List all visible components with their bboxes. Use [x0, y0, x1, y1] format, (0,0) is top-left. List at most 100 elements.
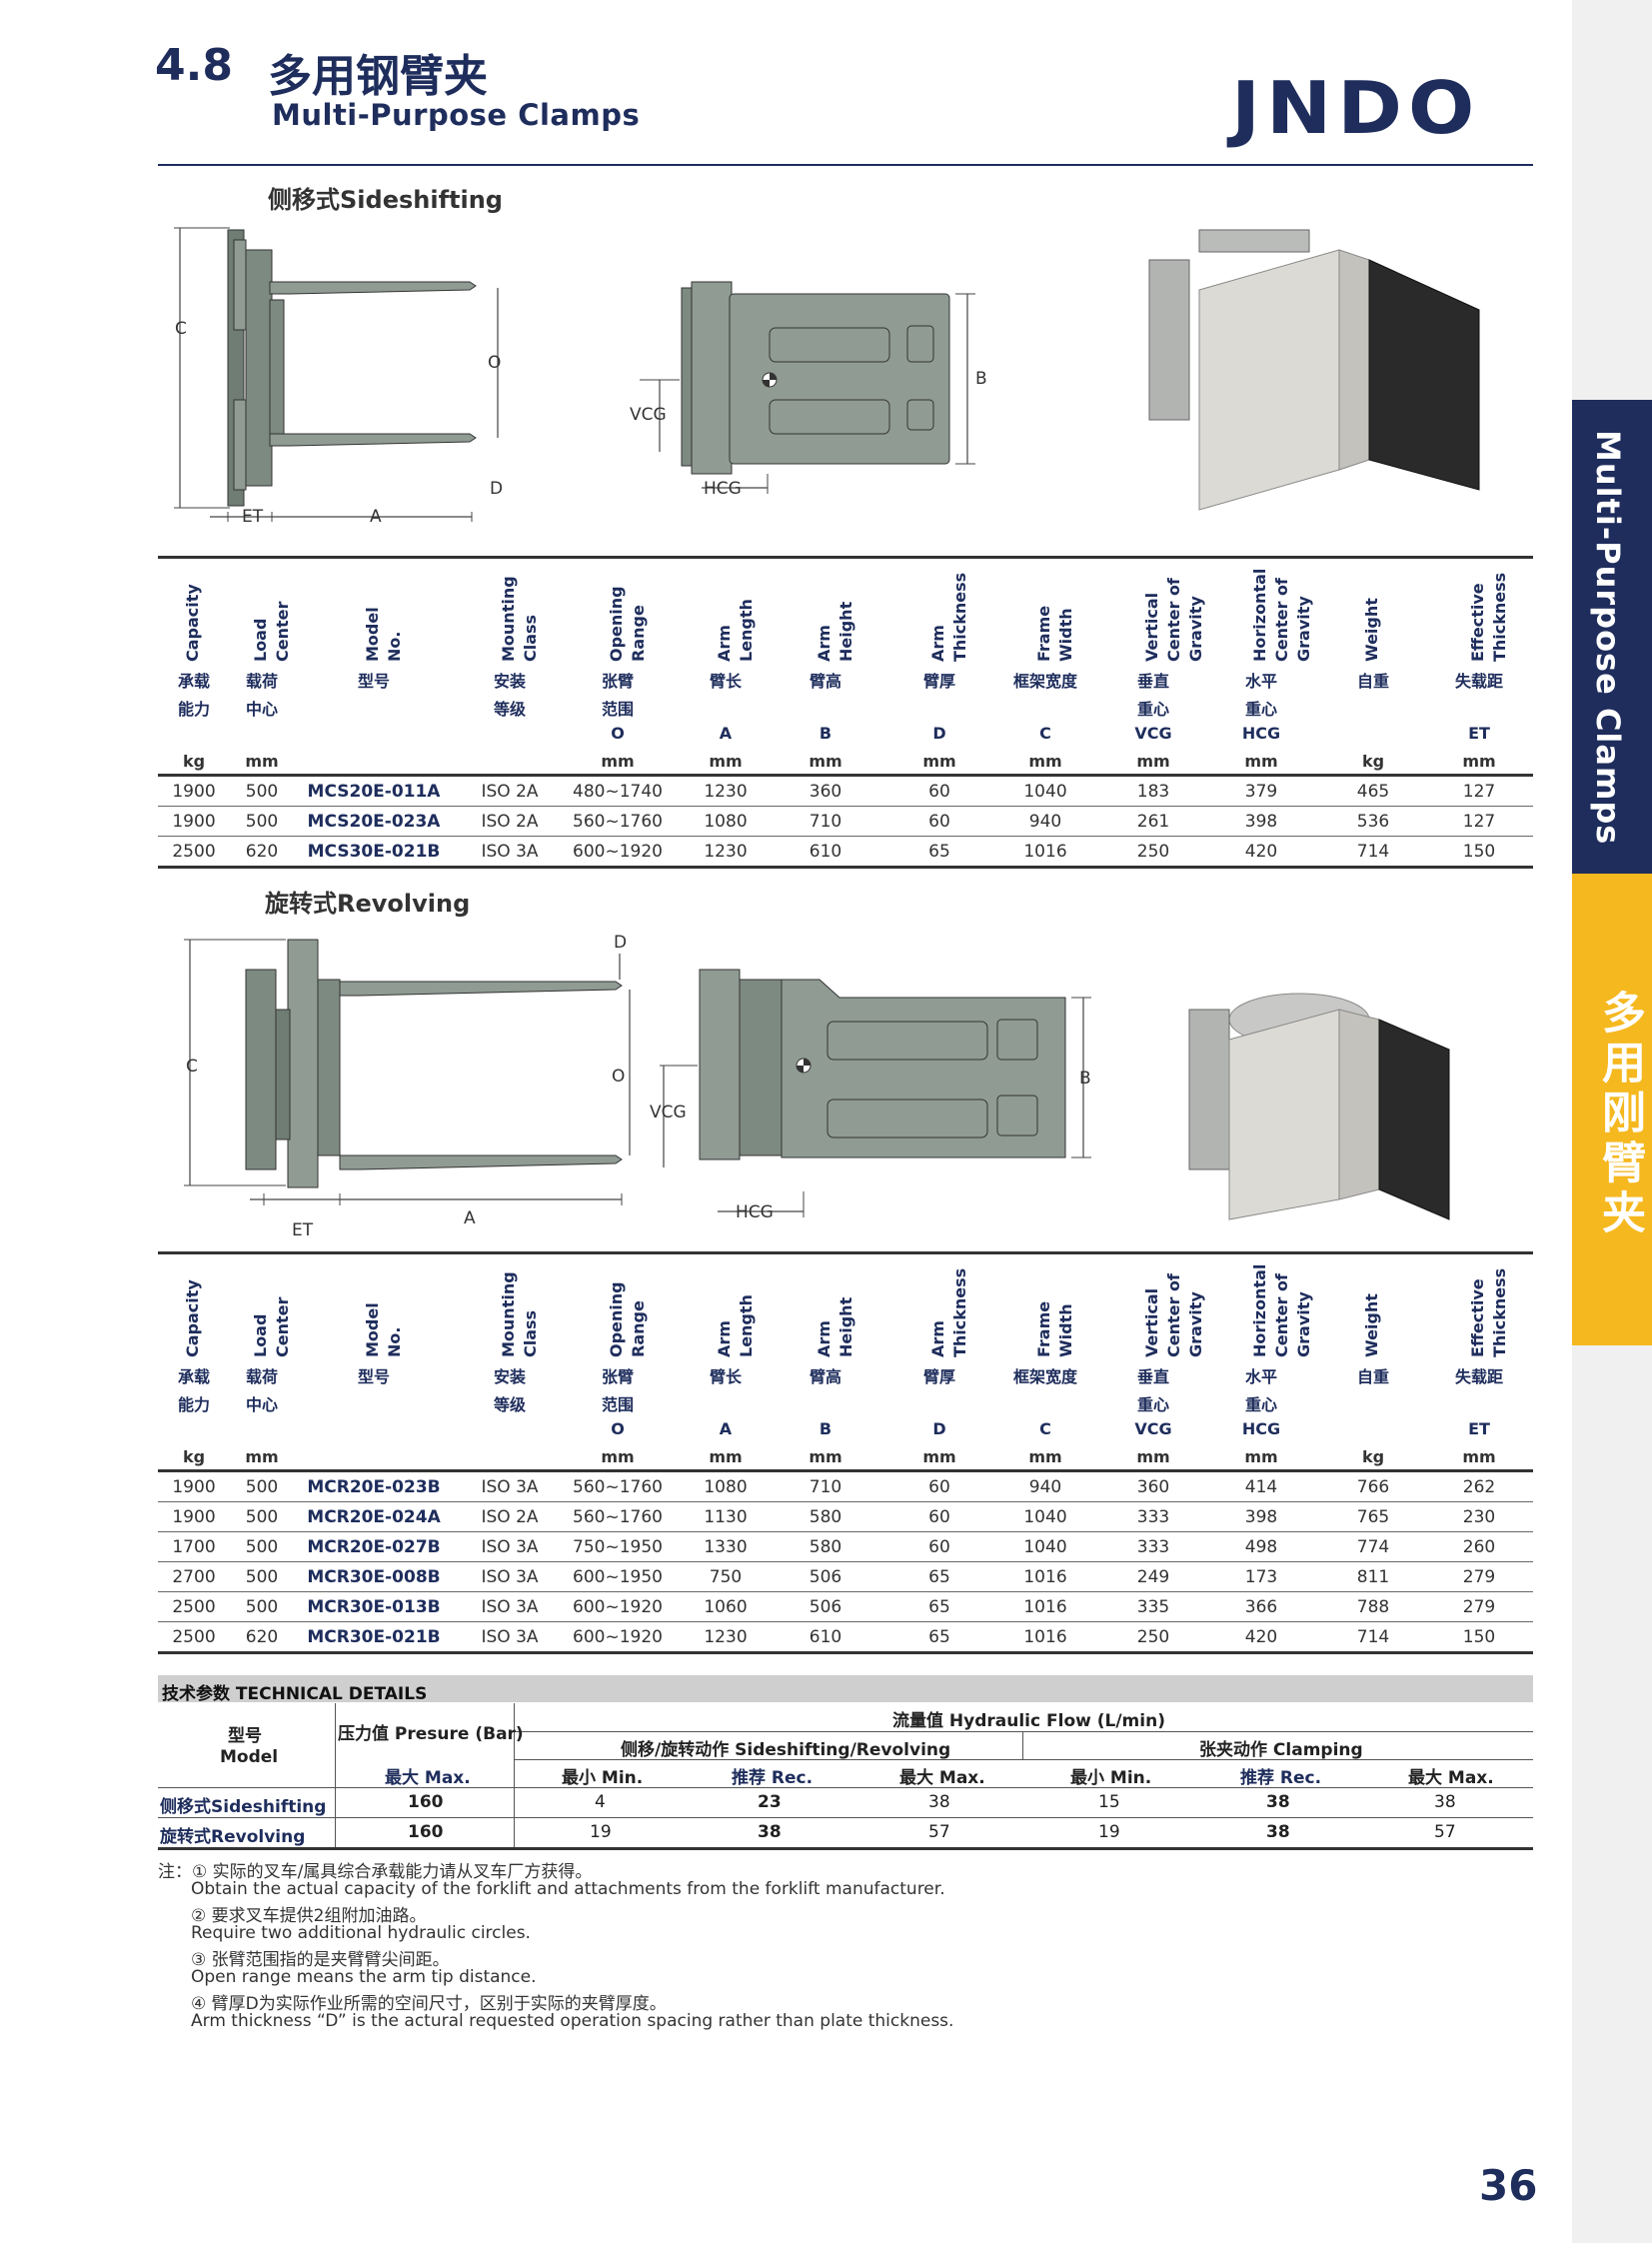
table-cell: 536: [1356, 812, 1390, 832]
note-4-cn: ④ 臂厚D为实际作业所需的空间尺寸，区别于实际的夹臂厚度。: [191, 1994, 667, 2014]
sideshifting-col-cn1-3: 安装: [493, 672, 527, 691]
table-cell: 766: [1356, 1477, 1390, 1497]
table-cell: 230: [1462, 1507, 1496, 1527]
side-tab-en: [1572, 400, 1652, 874]
dim-label-c: C: [175, 319, 187, 339]
table-cell: 2500: [172, 1597, 216, 1617]
table-cell: MCR20E-023B: [307, 1477, 441, 1497]
table-cell: 500: [245, 1537, 279, 1557]
table-cell: 710: [809, 1477, 842, 1497]
sideshifting-col-sym-4: O: [611, 724, 625, 743]
sideshifting-col-en-12: Effective Thickness: [1468, 572, 1509, 662]
table-cell: 1900: [172, 782, 216, 802]
table-cell: 1900: [172, 1507, 216, 1527]
dim-label-et: ET: [242, 507, 264, 527]
table-cell: 765: [1356, 1507, 1390, 1527]
dim-label-o-rev: O: [612, 1067, 625, 1087]
sideshifting-col-unit-6: mm: [809, 752, 842, 771]
dim-label-vcg-rev: VCG: [650, 1103, 687, 1122]
sideshifting-col-sym-8: C: [1039, 724, 1051, 743]
table-cell: 600~1920: [573, 1597, 663, 1617]
sideshifting-col-unit-10: mm: [1244, 752, 1278, 771]
sideshifting-col-cn2-4: 范围: [601, 700, 635, 719]
table-cell: 398: [1244, 1507, 1278, 1527]
row-divider: [158, 1531, 1533, 1532]
tech-row-revolving-c-min: 19: [1098, 1822, 1120, 1842]
table-cell: 500: [245, 1567, 279, 1587]
table-cell: 366: [1244, 1597, 1278, 1617]
table-cell: 173: [1244, 1567, 1278, 1587]
revolving-col-unit-5: mm: [709, 1447, 743, 1466]
sideshifting-col-unit-1: mm: [245, 752, 279, 771]
row-divider: [158, 806, 1533, 807]
sideshifting-col-cn2-9: 重心: [1136, 700, 1170, 719]
revolving-col-unit-9: mm: [1136, 1447, 1170, 1466]
table-cell: 260: [1462, 1537, 1496, 1557]
table-cell: MCR30E-008B: [307, 1567, 441, 1587]
technical-details-table: 技术参数 TECHNICAL DETAILS 型号 Model 压力值 Pres…: [158, 1675, 1533, 1851]
table-cell: 1040: [1023, 1537, 1067, 1557]
row-divider: [158, 866, 1533, 869]
table-cell: 506: [809, 1597, 842, 1617]
tech-row-revolving-s-max: 57: [928, 1822, 950, 1842]
tech-flow-header: 流量值 Hydraulic Flow (L/min): [892, 1711, 1165, 1731]
tech-s-min-label: 最小 Min.: [562, 1768, 644, 1788]
table-cell: 1230: [704, 782, 748, 802]
sideshifting-col-cn2-0: 能力: [177, 700, 211, 719]
sideshifting-col-cn1-7: 臂厚: [922, 672, 956, 691]
side-tab-cn-label: 多用刚臂夹: [1594, 990, 1645, 1239]
table-cell: 1016: [1023, 1597, 1067, 1617]
table-cell: ISO 3A: [481, 1627, 539, 1647]
sideshifting-col-unit-5: mm: [709, 752, 743, 771]
revolving-col-unit-11: kg: [1361, 1447, 1385, 1466]
tech-row-sideshifting-s-min: 4: [595, 1792, 606, 1812]
section-number: 4.8: [155, 40, 233, 91]
tech-row-revolving-label: 旋转式Revolving: [160, 1827, 306, 1847]
table-cell: MCR30E-021B: [307, 1627, 441, 1647]
sideshifting-col-cn1-0: 承载: [177, 672, 211, 691]
sideshifting-col-en-6: Arm Height: [815, 601, 855, 662]
table-cell: 600~1950: [573, 1567, 663, 1587]
tech-group-sideshifting-revolving: 侧移/旋转动作 Sideshifting/Revolving: [621, 1740, 951, 1760]
sideshifting-col-unit-7: mm: [922, 752, 956, 771]
sideshifting-col-sym-9: VCG: [1134, 724, 1172, 743]
row-divider: [158, 1561, 1533, 1562]
dim-label-d: D: [490, 479, 503, 499]
row-divider: [158, 1591, 1533, 1592]
dim-label-c-rev: C: [186, 1057, 198, 1077]
sideshifting-col-unit-8: mm: [1028, 752, 1062, 771]
tech-s-rec-label: 推荐 Rec.: [732, 1768, 814, 1788]
table-cell: 1700: [172, 1537, 216, 1557]
table-cell: 333: [1136, 1537, 1170, 1557]
sideshifting-col-sym-7: D: [932, 724, 946, 743]
revolving-col-unit-1: mm: [245, 1447, 279, 1466]
table-cell: 127: [1462, 812, 1496, 832]
table-cell: 1900: [172, 1477, 216, 1497]
page-title-cn: 多用钢臂夹: [268, 51, 488, 102]
revolving-col-en-8: Frame Width: [1034, 1300, 1075, 1357]
table-cell: 1040: [1023, 1507, 1067, 1527]
sideshifting-col-unit-0: kg: [182, 752, 206, 771]
technical-details-header-bar: [158, 1675, 1533, 1702]
table-cell: 1080: [704, 812, 748, 832]
sideshifting-header-bottomline: [158, 774, 1533, 777]
revolving-col-cn2-3: 等级: [493, 1395, 527, 1414]
tech-pressure-max: 最大 Max.: [385, 1768, 471, 1788]
side-tab-en-label: Multi-Purpose Clamps: [1589, 430, 1627, 846]
table-cell: 127: [1462, 782, 1496, 802]
table-cell: 65: [928, 842, 950, 862]
table-cell: 60: [928, 812, 950, 832]
table-cell: MCR30E-013B: [307, 1597, 441, 1617]
table-cell: 2500: [172, 842, 216, 862]
table-cell: 506: [809, 1567, 842, 1587]
revolving-col-sym-7: D: [932, 1419, 946, 1438]
tech-c-min-label: 最小 Min.: [1070, 1768, 1152, 1788]
table-cell: 335: [1136, 1597, 1170, 1617]
note-2-en: Require two additional hydraulic circles…: [191, 1923, 531, 1943]
revolving-col-unit-8: mm: [1028, 1447, 1062, 1466]
sideshifting-header-topline: [158, 556, 1533, 559]
sideshifting-col-unit-9: mm: [1136, 752, 1170, 771]
